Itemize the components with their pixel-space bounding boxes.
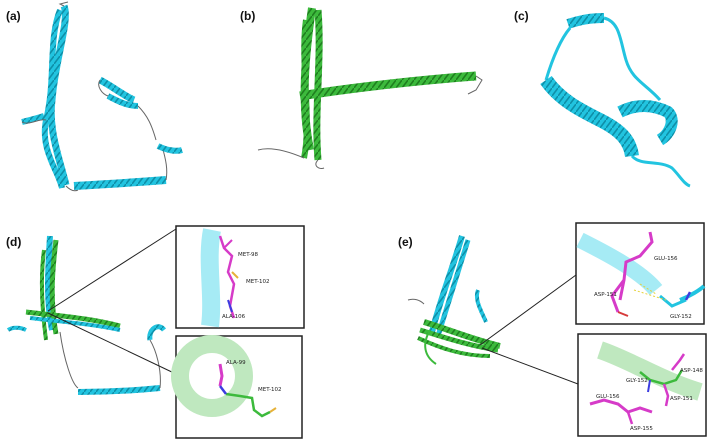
protein-b-structure <box>257 7 483 169</box>
callout-line-top <box>479 274 577 346</box>
residue-label: GLU-156 <box>654 256 678 262</box>
panel-b-label: (b) <box>240 9 255 23</box>
residue-label: ALA-99 <box>226 360 246 366</box>
residue-label: MET-102 <box>246 279 270 285</box>
callout-line-bottom <box>481 347 579 385</box>
inset-e-top: GLU-156 ASP-151 GLY-152 <box>575 222 706 325</box>
complex-d-structure <box>6 235 166 395</box>
panel-c: (c) <box>514 9 691 188</box>
panel-d-label: (d) <box>6 235 21 249</box>
residue-label: ASP-155 <box>630 426 653 432</box>
inset-d-top: MET-98 MET-102 ALA-106 <box>175 225 305 329</box>
residue-label: GLY-152 <box>626 378 648 384</box>
panel-b: (b) <box>240 7 483 169</box>
panel-a-label: (a) <box>6 9 21 23</box>
protein-c-structure <box>540 13 691 188</box>
residue-label: ASP-151 <box>670 396 693 402</box>
residue-label: ALA-106 <box>222 314 246 320</box>
panel-c-label: (c) <box>514 9 529 23</box>
panel-e: (e) GLU-156 ASP-151 GLY-1 <box>398 222 707 437</box>
residue-label: GLY-152 <box>670 314 692 320</box>
residue-label: MET-98 <box>238 252 259 258</box>
protein-a-structure <box>21 1 183 192</box>
residue-label: GLU-156 <box>596 394 620 400</box>
callout-line-bottom <box>47 312 177 375</box>
residue-label: ASP-148 <box>680 368 703 374</box>
residue-label: ASP-151 <box>594 292 617 298</box>
panel-a: (a) <box>6 1 183 192</box>
complex-e-structure <box>407 235 501 365</box>
callout-line-top <box>47 228 177 312</box>
panel-d: (d) MET-98 MET-102 ALA-106 <box>6 225 305 439</box>
residue-label: MET-102 <box>258 387 282 393</box>
inset-e-bottom: ASP-148 GLY-152 ASP-151 GLU-156 ASP-155 <box>577 333 707 437</box>
inset-d-bottom: ALA-99 MET-102 <box>171 335 303 439</box>
panel-e-label: (e) <box>398 235 413 249</box>
